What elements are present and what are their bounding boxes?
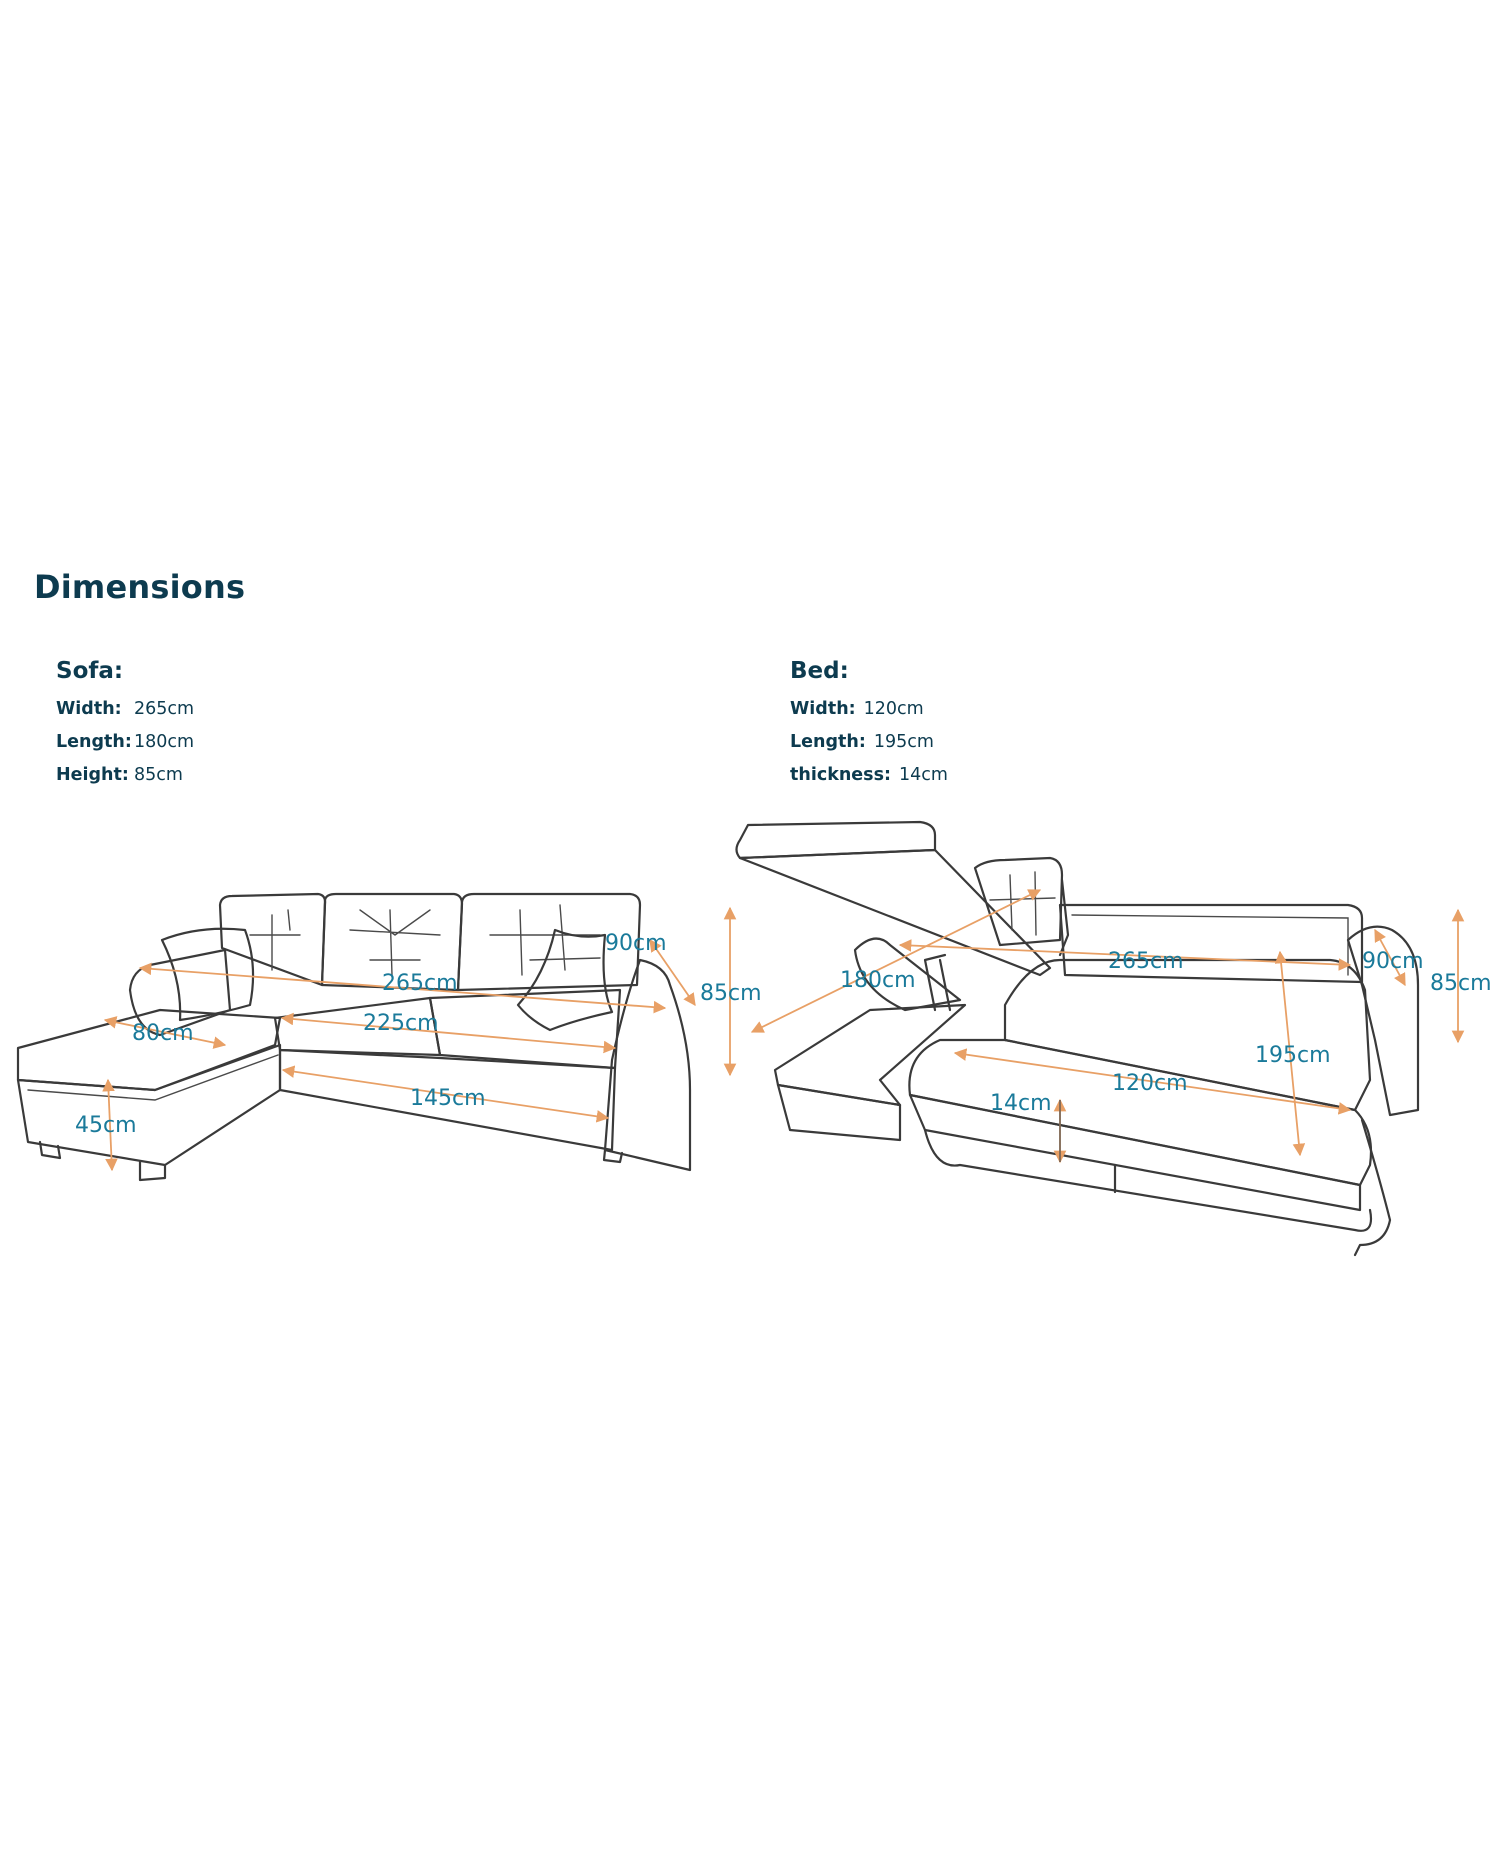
dim-label: 90cm: [605, 931, 667, 956]
dim-label: 90cm: [1362, 949, 1424, 974]
bed-length-row: Length: 195cm: [790, 726, 948, 759]
dim-label: 180cm: [840, 968, 916, 993]
dim-line-265: [138, 962, 667, 1014]
bed-back-cushion: [973, 856, 1064, 947]
bed-drawing: 180cm 265cm 90cm 85cm 195cm 120cm 14cm: [735, 820, 1492, 1257]
dim-label: 195cm: [1255, 1043, 1331, 1068]
sofa-drawing: 265cm 90cm 85cm 225cm 80cm 145cm 45cm: [16, 892, 762, 1182]
spec-label: Height:: [56, 765, 129, 785]
bed-heading: Bed:: [790, 658, 849, 684]
dim-label: 85cm: [700, 981, 762, 1006]
spec-label: Width:: [790, 699, 856, 719]
sofa-chaise-feet: [38, 1140, 167, 1182]
spec-value: 195cm: [873, 732, 934, 752]
dim-line-120: [953, 1048, 1352, 1115]
dim-line-45: [102, 1078, 118, 1172]
sofa-spec-block: Sofa: Width: 265cm Length: 180cm Height:…: [56, 658, 194, 792]
sofa-back-cushion-right: [456, 892, 642, 992]
bed-width-row: Width: 120cm: [790, 693, 948, 726]
dim-line-90-bed: [1374, 928, 1406, 987]
sofa-height-row: Height: 85cm: [56, 759, 194, 792]
dim-label: 145cm: [410, 1086, 486, 1111]
dim-label: 80cm: [132, 1021, 194, 1046]
bed-lid-side: [738, 848, 1052, 977]
sofa-width-row: Width: 265cm: [56, 693, 194, 726]
spec-value: 85cm: [134, 765, 183, 785]
dim-line-145: [281, 1065, 610, 1123]
dim-label: 14cm: [990, 1091, 1052, 1116]
spec-label: Width:: [56, 699, 122, 719]
spec-value: 265cm: [134, 699, 195, 719]
dim-line-180: [750, 889, 1042, 1033]
bed-storage-front: [776, 1083, 902, 1142]
dim-line-80: [103, 1016, 227, 1049]
bed-thickness-row: thickness: 14cm: [790, 759, 948, 792]
dim-line-90: [649, 938, 696, 1007]
dim-label: 265cm: [382, 971, 458, 996]
dim-label: 85cm: [1430, 971, 1492, 996]
dim-label: 225cm: [363, 1011, 439, 1036]
page-title: Dimensions: [34, 568, 246, 606]
sofa-right-arm: [603, 958, 692, 1172]
spec-value: 120cm: [863, 699, 924, 719]
dim-label: 265cm: [1108, 949, 1184, 974]
spec-value: 14cm: [899, 765, 948, 785]
bed-spec-block: Bed: Width: 120cm Length: 195cm thicknes…: [790, 658, 948, 792]
sofa-pillow-left: [160, 927, 255, 1022]
bed-back-panel: [1058, 903, 1364, 984]
sofa-pillow-right: [516, 928, 614, 1032]
bed-frame: [908, 1093, 1362, 1212]
dim-line-225: [280, 1012, 617, 1054]
spec-label: thickness:: [790, 765, 891, 785]
spec-label: Length:: [56, 732, 132, 752]
dim-label: 120cm: [1112, 1071, 1188, 1096]
sofa-length-row: Length: 180cm: [56, 726, 194, 759]
sofa-heading: Sofa:: [56, 658, 124, 684]
spec-label: Length:: [790, 732, 866, 752]
sofa-tufting: [249, 904, 601, 976]
dim-label: 45cm: [75, 1113, 137, 1138]
spec-value: 180cm: [134, 732, 195, 752]
sofa-base: [278, 1048, 617, 1152]
bed-storage-lid: [735, 820, 937, 860]
